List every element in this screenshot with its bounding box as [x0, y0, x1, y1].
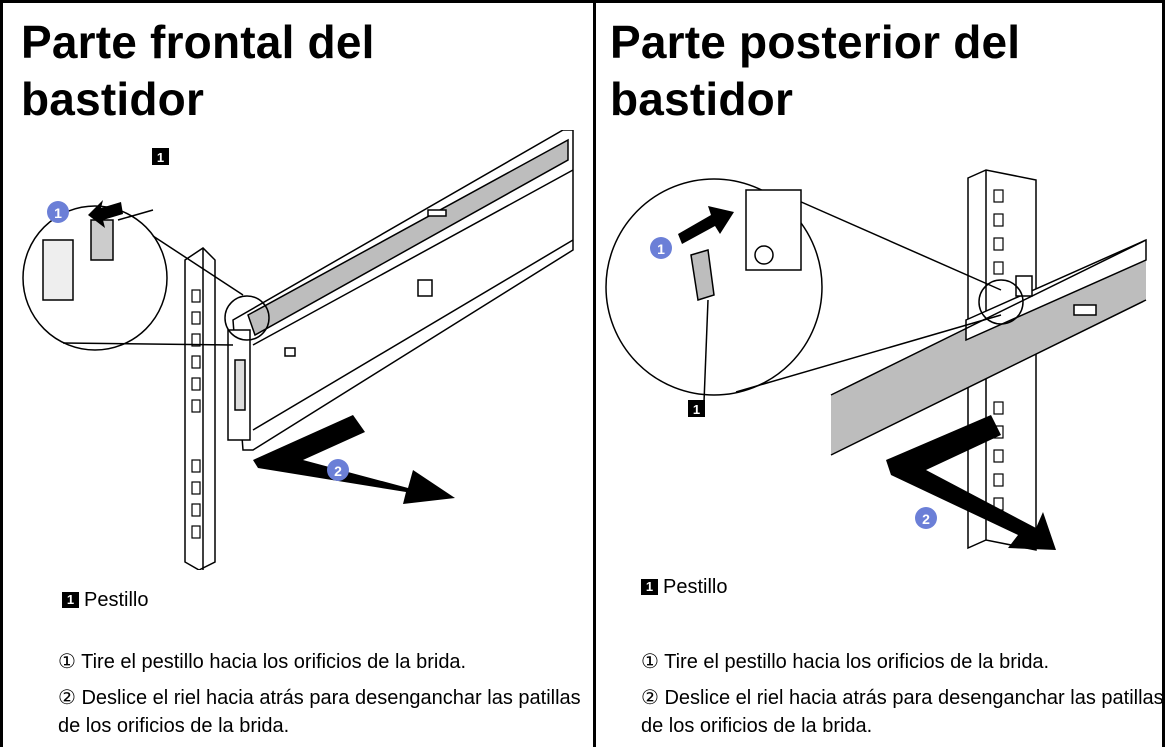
slide-arrow — [253, 415, 455, 504]
front-rack-title: Parte frontal del bastidor — [21, 16, 375, 125]
column-divider — [593, 0, 596, 747]
callout-step2: 2 — [915, 507, 937, 529]
rail — [227, 130, 574, 451]
left-border — [0, 0, 3, 747]
svg-text:1: 1 — [54, 205, 62, 221]
rail — [830, 238, 1147, 456]
top-border — [0, 0, 1165, 3]
svg-text:1: 1 — [157, 150, 164, 165]
svg-text:2: 2 — [922, 511, 930, 527]
front-step-1: ① Tire el pestillo hacia los orificios d… — [58, 651, 467, 673]
detail-magnifier — [22, 205, 270, 351]
svg-text:1: 1 — [693, 402, 700, 417]
push-arrow — [678, 206, 734, 244]
rear-rack-title: Parte posterior del bastidor — [610, 16, 1021, 125]
rear-step-1: ① Tire el pestillo hacia los orificios d… — [641, 651, 1050, 673]
svg-text:2: 2 — [334, 463, 342, 479]
front-rack-column: Parte frontal del bastidor — [3, 0, 593, 747]
front-rack-illustration: 1 2 1 — [22, 130, 574, 570]
legend-number-badge: 1 — [641, 579, 658, 595]
detail-magnifier — [605, 178, 1024, 403]
rack-post-holes — [191, 289, 201, 539]
callout-step2: 2 — [327, 459, 349, 481]
right-border — [1162, 0, 1165, 747]
callout-latch: 1 — [152, 148, 169, 165]
legend-label: Pestillo — [84, 589, 149, 611]
callout-step1: 1 — [650, 237, 672, 259]
rear-rack-column: Parte posterior del bastidor — [596, 0, 1164, 747]
front-legend: 1 Pestillo — [62, 588, 148, 612]
callout-latch: 1 — [688, 400, 705, 417]
legend-label: Pestillo — [663, 576, 728, 598]
rear-step-2: ② Deslice el riel hacia atrás para desen… — [641, 687, 1164, 737]
front-step-2: ② Deslice el riel hacia atrás para desen… — [58, 687, 581, 737]
rear-rack-illustration: 1 2 1 — [605, 169, 1147, 551]
rear-legend: 1 Pestillo — [641, 575, 727, 599]
legend-number-badge: 1 — [62, 592, 79, 608]
callout-step1: 1 — [47, 201, 69, 223]
svg-text:1: 1 — [657, 241, 665, 257]
pull-arrow — [88, 200, 123, 228]
slide-arrow — [886, 415, 1056, 550]
